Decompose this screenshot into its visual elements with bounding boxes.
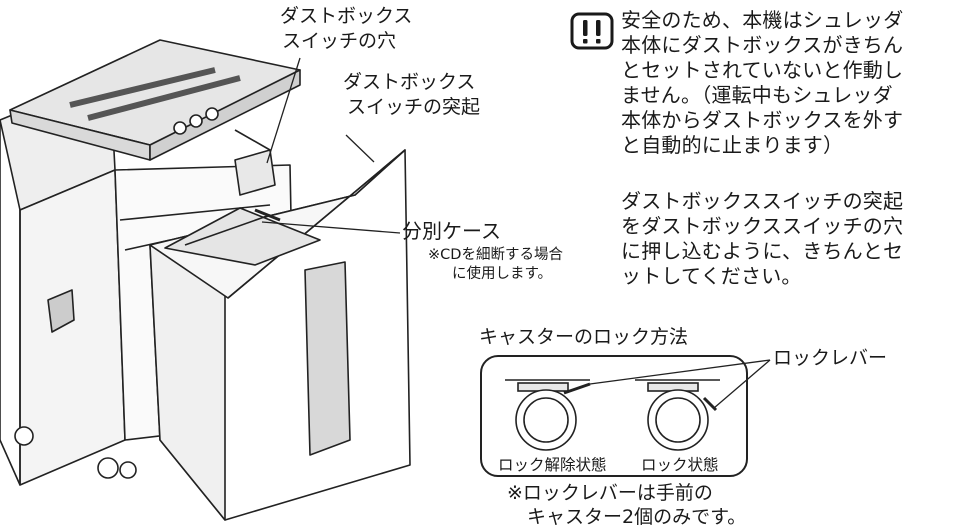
sorting-case-leader xyxy=(261,221,401,234)
dust-box xyxy=(149,149,411,521)
locked-state-label: ロック状態 xyxy=(641,456,719,474)
caster-footnote: ※ロックレバーは手前の キャスター2個のみです。 xyxy=(507,481,746,529)
sorting-case-note: ※CDを細断する場合 に使用します。 xyxy=(428,246,563,284)
lock-lever-label: ロックレバー xyxy=(773,347,888,369)
safety-warning-text: 安全のため、本機はシュレッダ 本体にダストボックスがきちん とセットされていない… xyxy=(621,8,904,157)
caster-footnote-line2: キャスター2個のみです。 xyxy=(527,506,747,528)
switch-protrusion-label: ダストボックス スイッチの突起 xyxy=(343,70,480,120)
caster-lock-diagram-box xyxy=(480,355,748,477)
shredder-lid xyxy=(9,39,301,161)
caster-footnote-line1: ※ロックレバーは手前の xyxy=(507,482,713,504)
switch-hole-line2: スイッチの穴 xyxy=(282,30,397,52)
switch-hole-line1: ダストボックス xyxy=(280,5,413,27)
switch-hole-label: ダストボックス スイッチの穴 xyxy=(280,4,412,54)
switch-protrusion-leader xyxy=(345,134,375,163)
switch-protrusion-line2: スイッチの突起 xyxy=(347,96,481,118)
instruction-text: ダストボックススイッチの突起 をダストボックススイッチの穴 に押し込むように、き… xyxy=(621,189,904,288)
switch-hole-leader xyxy=(266,57,301,164)
switch-protrusion-line1: ダストボックス xyxy=(343,71,476,93)
sorting-case-label: 分別ケース xyxy=(402,219,501,243)
sorting-case-note-line1: ※CDを細断する場合 xyxy=(428,247,563,263)
exclamation-warning-icon xyxy=(570,12,614,50)
unlocked-state-label: ロック解除状態 xyxy=(498,456,607,474)
sorting-case-note-line2: に使用します。 xyxy=(452,266,553,282)
caster-lock-title: キャスターのロック方法 xyxy=(479,326,689,348)
caster-diagram xyxy=(505,359,771,451)
